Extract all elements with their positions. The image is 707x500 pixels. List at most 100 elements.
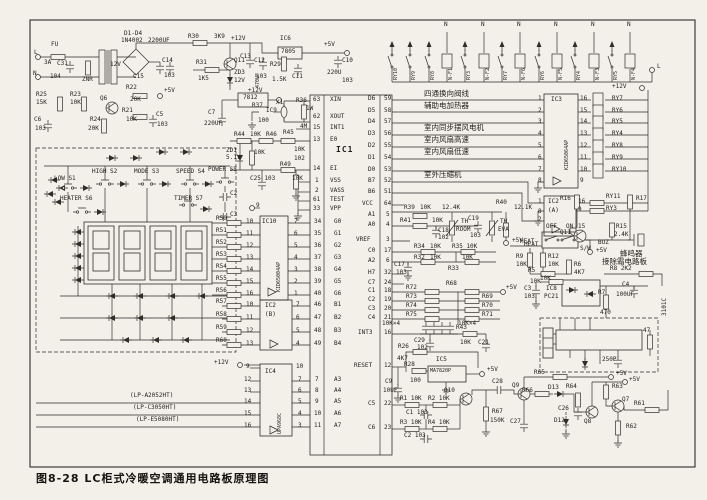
keypad-label: R60 (216, 337, 227, 344)
mcu-label: A1 (368, 211, 376, 218)
box (561, 279, 601, 307)
power-label: D1-D4 (124, 30, 143, 37)
output_stage-label: R67 (492, 408, 503, 415)
driver_right-label: RY6 (612, 107, 623, 114)
drivers-label: 12 (244, 376, 252, 383)
power-label: 104 (50, 73, 61, 80)
power-label: +5V (324, 41, 335, 48)
driver_right-label: 15 (580, 107, 588, 114)
driver_right-label: 16 (580, 95, 588, 102)
drivers-label: (LP-C3050HT) (133, 404, 177, 411)
keypad-label: C3 (230, 211, 238, 218)
wire (605, 399, 612, 407)
mcu-label: 52 (384, 177, 392, 184)
mcu-label: C2 (368, 296, 376, 303)
relay_bank-label: RY3 (466, 70, 472, 80)
mcu-label: 2 (315, 187, 319, 194)
keypad-label: TIMER S7 (174, 195, 203, 202)
driver_right-label: 16 (578, 198, 586, 205)
mcu-label: 7 (315, 376, 319, 383)
mcu-label: A3 (334, 376, 342, 383)
mcu-label: 40 (314, 290, 322, 297)
power-label: Q11 (234, 57, 245, 64)
mcu-label: D1 (368, 154, 376, 161)
sensors-label: 10K (462, 254, 473, 261)
relay_bank-label: L (657, 63, 661, 70)
driver_right-label: 4 (538, 130, 542, 137)
mcu-label: G4 (334, 266, 342, 273)
loads-label: 四通换向阀线 (424, 89, 469, 98)
driver_right-label: 2 (538, 216, 542, 223)
drivers-label: 11 (246, 314, 254, 321)
defrost-label: R8 2K2 (610, 265, 632, 272)
mcu-label: 1 (315, 177, 319, 184)
mcu-label: 51 (384, 188, 392, 195)
mcu-label: 22 (384, 400, 392, 407)
sensors-label: 103 (396, 269, 407, 276)
wire (251, 111, 259, 121)
driver_right-label: 6 (538, 154, 542, 161)
reset_circuit-label: 102 (417, 344, 428, 351)
wire (653, 273, 663, 286)
driver_right-label: 8 (538, 177, 542, 184)
sensors-label: 10K×4 (458, 320, 477, 327)
mcu-label: 64 (384, 200, 392, 207)
drivers-label: UPA968C (277, 412, 283, 434)
driver_right-label: 12 (580, 142, 588, 149)
output_stage-label: R66 (522, 387, 533, 394)
keypad-label: R56 (216, 287, 227, 294)
power-label: R22 (126, 84, 137, 91)
sensors-label: 12.1K (514, 204, 533, 211)
power-label: 10K (70, 99, 81, 106)
relay_bank-label: N-F2 (485, 67, 491, 80)
mid-label: 9 (256, 202, 260, 209)
box (185, 230, 203, 250)
box (542, 327, 554, 359)
sensors-label: R32 (414, 254, 425, 261)
mcu-label: B7 (368, 177, 376, 184)
drivers-label: IC2 (265, 302, 276, 309)
power-label: R30 (188, 33, 199, 40)
power-label: 3K9 (214, 33, 225, 40)
mid-label: R49 (280, 161, 291, 168)
box (543, 93, 579, 189)
mcu-label: B4 (334, 340, 342, 347)
drivers-label: 7 (296, 301, 300, 308)
mcu-label: 37 (314, 254, 322, 261)
output_stage-label: R62 (626, 423, 637, 430)
defrost-label: 接除霜电路板 (602, 257, 647, 266)
relay_bank-label: RY6 (540, 70, 546, 80)
relay_bank-label: RY8 (430, 70, 436, 80)
power-label: 7812 (243, 94, 258, 101)
driver_right-label: RY8 (612, 142, 623, 149)
mid-label: 10K (294, 146, 305, 153)
mcu-label: A2 (368, 257, 376, 264)
drivers-label: 6 (294, 230, 298, 237)
reset_circuit-label: C2 103 (404, 432, 426, 439)
power-label: +12V (231, 35, 246, 42)
reset_circuit-label: 10K (460, 339, 471, 346)
mcu-label: E0 (330, 136, 338, 143)
switch_area-label: OFF (546, 223, 557, 230)
buzzer-label: BUZ (598, 239, 609, 246)
buzzer-label: 蜂鸣器 (620, 249, 643, 258)
wire (122, 48, 150, 76)
power-label: C5 (156, 111, 164, 118)
keypad-label: LOW S1 (54, 175, 76, 182)
box (259, 363, 293, 437)
power-label: 103 (157, 121, 168, 128)
driver_right-label: 1 (538, 198, 542, 205)
power-label: 1.5K (272, 76, 287, 83)
drivers-label: 2 (294, 278, 298, 285)
mid-label: R45 (283, 129, 294, 136)
mcu-label: 4 (386, 221, 390, 228)
power-label: ZNR (82, 76, 93, 83)
buzzer-label: R17 (636, 195, 647, 202)
driver_right-label: KID65064AP (564, 139, 570, 170)
reset_circuit-label: 4K7 (397, 355, 408, 362)
power-label: R31 (196, 59, 207, 66)
wires (36, 32, 669, 455)
mcu-label: 36 (314, 242, 322, 249)
